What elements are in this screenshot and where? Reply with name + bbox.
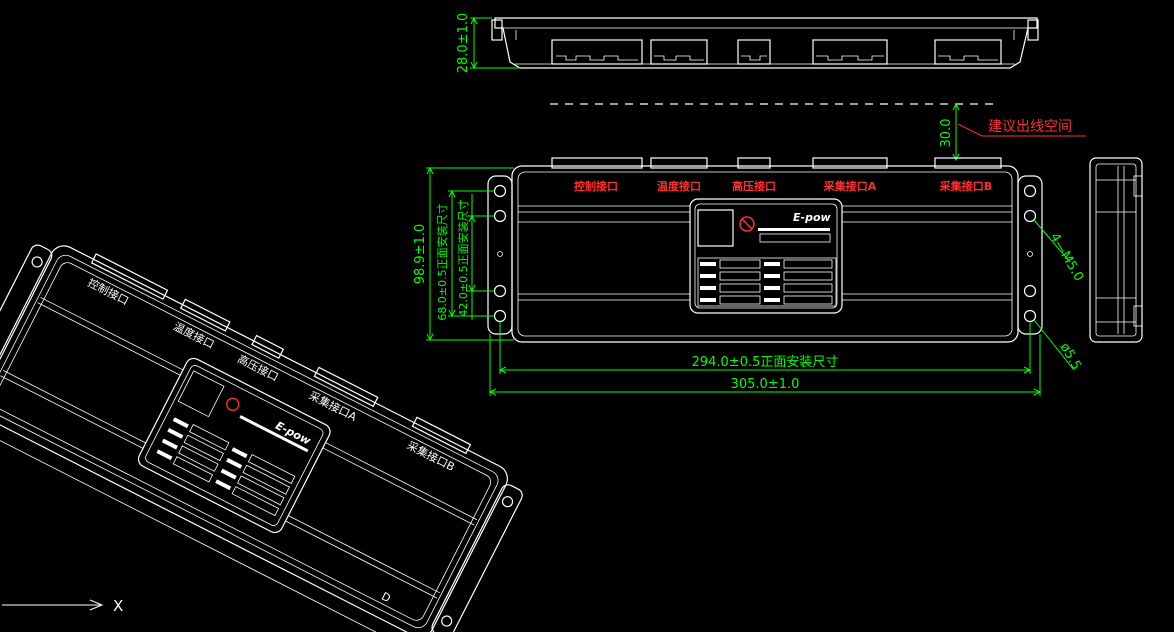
dim-wiring-space: 30.0 建议出线空间 [939,102,1086,162]
label-panel: E-pow [689,198,843,314]
side-connector-5 [934,39,1002,65]
dim-height-side: 28.0±1.0 [456,13,520,74]
side-view-top: 28.0±1.0 [456,13,1039,74]
port-label-acq-a: 采集接口A [823,179,877,193]
dim-mount-42: 42.0±0.5正面安装尺寸 [456,194,494,320]
dim-height-total-text: 98.9±1.0 [413,224,428,285]
x-axis-indicator: X [2,597,123,615]
dim-mount-294: 294.0±0.5正面安装尺寸 [498,322,1032,374]
front-view: 控制接口 温度接口 高压接口 采集接口A 采集接口B E-pow [413,157,1087,396]
right-flange [1017,175,1043,335]
wiring-space-note: 建议出线空间 [988,119,1072,135]
end-view [1089,157,1143,343]
warning-icon [739,216,755,232]
port-label-high-voltage: 高压接口 [732,179,776,193]
dim-mount-294-text: 294.0±0.5正面安装尺寸 [692,355,839,370]
port-label-temperature: 温度接口 [657,179,701,193]
side-connector-4 [812,39,888,65]
dim-wiring-space-text: 30.0 [939,119,954,148]
left-flange [487,175,513,335]
dim-height-side-text: 28.0±1.0 [456,13,471,74]
side-connector-3 [737,39,771,65]
side-connector-1 [551,39,643,65]
callout-dia-text: ø5.5 [1057,341,1084,373]
dim-mount-42-text: 42.0±0.5正面安装尺寸 [456,199,470,316]
brand-logo: E-pow [793,211,832,224]
iso-port-temperature: 温度接口 [171,319,217,351]
callout-holes-text: 4—M5.0 [1047,231,1087,285]
port-label-control: 控制接口 [574,179,618,193]
x-axis-label: X [113,597,123,615]
iso-side-mark: D [379,590,392,605]
dim-mount-68: 68.0±0.5正面安装尺寸 [435,189,494,321]
dim-mount-68-text: 68.0±0.5正面安装尺寸 [435,203,449,320]
dim-height-total: 98.9±1.0 [413,166,514,342]
port-label-acq-b: 采集接口B [939,179,992,193]
iso-port-high-voltage: 高压接口 [235,352,281,384]
dim-width-total: 305.0±1.0 [488,334,1042,396]
iso-port-control: 控制接口 [86,275,132,307]
side-connector-2 [650,39,708,65]
isometric-view: E-pow 控制接口 温度接口 高压接口 采集接口A 采集接口B D [0,244,523,632]
dim-width-total-text: 305.0±1.0 [731,377,800,392]
